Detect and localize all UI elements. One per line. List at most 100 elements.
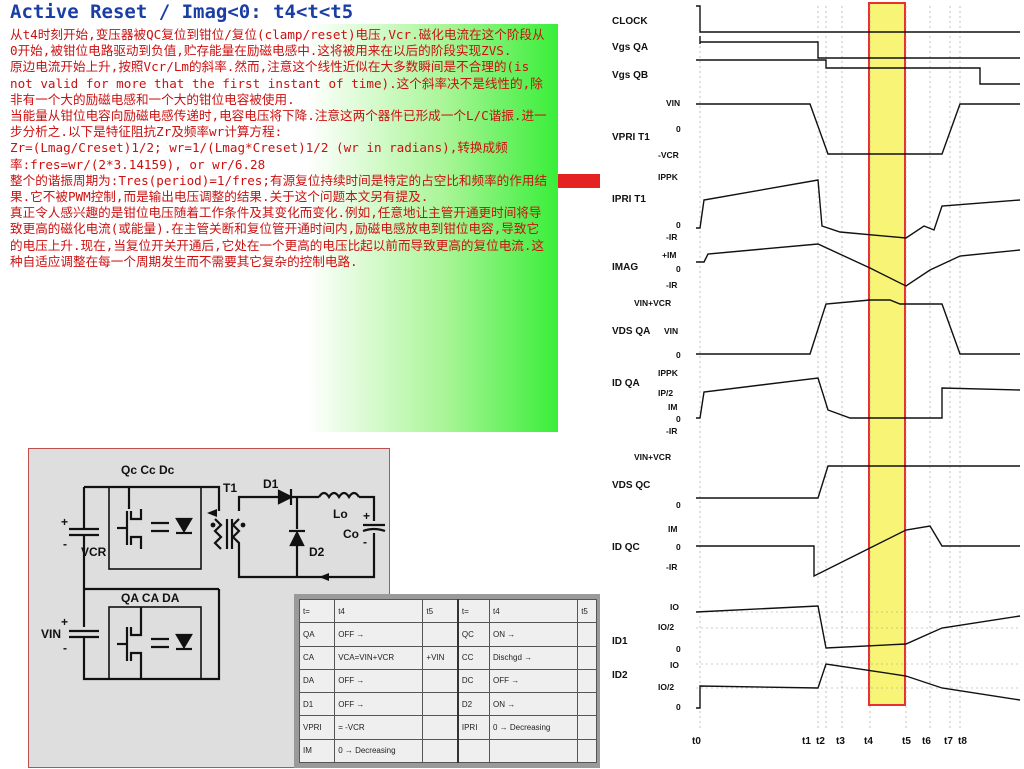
level-imag-pos-im: +IM	[662, 250, 677, 260]
state-table-cell: IM	[298, 738, 336, 764]
label-minus-vin: -	[63, 641, 67, 655]
level-imag-neg-ir: -IR	[666, 280, 678, 290]
level-idqa-ip2: IP/2	[658, 388, 674, 398]
state-table-cell	[422, 738, 459, 764]
level-vdsqa-vin-vcr: VIN+VCR	[634, 298, 672, 308]
state-table-cell	[577, 692, 597, 717]
level-idqa-zero: 0	[676, 414, 681, 424]
state-table-cell: OFF →	[334, 668, 424, 694]
paragraph-formulas: Zr=(Lmag/Creset)1/2; wr=1/(Lmag*Creset)1…	[10, 140, 508, 172]
state-table-cell	[577, 645, 597, 670]
label-vin: VIN	[41, 627, 62, 641]
level-idqa-neg-ir: -IR	[666, 426, 678, 436]
level-imag-zero: 0	[676, 264, 681, 274]
time-t7: t7	[944, 736, 953, 747]
time-t4: t4	[864, 736, 873, 747]
level-id2-io: IO	[670, 660, 679, 670]
level-vdsqa-zero: 0	[676, 350, 681, 360]
signal-id-qc: ID QC	[612, 542, 640, 553]
signal-vgs-qb: Vgs QB	[612, 70, 649, 81]
state-table-cell	[577, 668, 597, 694]
state-table-cell: t=	[298, 598, 336, 624]
label-vcr: VCR	[81, 545, 107, 559]
signal-clock: CLOCK	[612, 16, 648, 27]
signal-vds-qa: VDS QA	[612, 326, 651, 337]
level-vpri-vin: VIN	[666, 98, 681, 108]
circuit-drawing	[69, 485, 386, 681]
level-idqa-ippk: IPPK	[658, 368, 678, 378]
t4-t5-highlight	[868, 2, 906, 706]
state-table-cell: ON →	[488, 692, 579, 717]
state-table-cell	[577, 622, 597, 647]
label-co: Co	[343, 527, 359, 541]
explanation-text-box: 从t4时刻开始,变压器被QC复位到钳位/复位(clamp/reset)电压,Vc…	[0, 24, 558, 432]
state-table-cell: OFF →	[488, 668, 579, 694]
state-table-cell: D1	[298, 692, 336, 717]
state-table-cell: DC	[456, 668, 490, 694]
state-table-cell: OFF →	[334, 692, 424, 717]
paragraph-primary-current: 原边电流开始上升,按照Vcr/Lm的斜率.然而,注意这个线性近似在大多数瞬间是不…	[10, 59, 543, 107]
state-table-cell: t4	[334, 598, 424, 624]
state-table-cell: OFF →	[334, 622, 424, 647]
state-table-cell: 0 → Decreasing	[334, 738, 424, 764]
time-t8: t8	[958, 736, 967, 747]
signal-imag: IMAG	[612, 262, 639, 273]
time-t0: t0	[692, 736, 701, 747]
time-t3: t3	[836, 736, 845, 747]
level-id1-zero: 0	[676, 644, 681, 654]
state-table-cell	[488, 738, 579, 764]
level-id1-io: IO	[670, 602, 679, 612]
level-ipri-neg-ir: -IR	[666, 232, 678, 242]
state-table-cell	[577, 715, 597, 740]
state-table-cell: t5	[577, 598, 597, 624]
label-plus-co: +	[363, 509, 371, 523]
state-table-cell: t=	[456, 598, 490, 624]
state-table-cell	[422, 715, 459, 740]
state-table-cell: D2	[456, 692, 490, 717]
state-table-cell: t4	[488, 598, 579, 624]
paragraph-energy-transfer: 当能量从钳位电容向励磁电感传递时,电容电压将下降.注意这两个器件已形成一个L/C…	[10, 108, 547, 140]
state-table-cell	[422, 622, 459, 647]
label-plus-vin: +	[61, 615, 69, 629]
level-ipri-zero: 0	[676, 220, 681, 230]
state-table-cell: IPRI	[456, 715, 490, 740]
level-idqa-im: IM	[668, 402, 678, 412]
level-id1-io2: IO/2	[658, 622, 675, 632]
label-t1: T1	[223, 481, 238, 495]
accent-bar	[558, 174, 600, 188]
signal-id1: ID1	[612, 636, 628, 647]
state-table-cell: CC	[456, 645, 490, 670]
signal-vgs-qa: Vgs QA	[612, 42, 649, 53]
state-table-cell	[422, 692, 459, 717]
paragraph-resonant-period: 整个的谐振周期为:Tres(period)=1/fres;有源复位持续时间是特定…	[10, 172, 548, 205]
slide-title: Active Reset / Imag<0: t4<t<t5	[10, 1, 354, 23]
state-table-cell: VPRI	[298, 715, 336, 740]
signal-vds-qc: VDS QC	[612, 480, 651, 491]
state-table-cell: CA	[298, 645, 336, 670]
state-table-cell: DA	[298, 668, 336, 694]
level-vdsqc-vin-vcr: VIN+VCR	[634, 452, 672, 462]
level-vpri-neg-vcr: -VCR	[658, 150, 679, 160]
label-minus-vcr: -	[63, 537, 67, 551]
label-minus-co: -	[363, 535, 367, 549]
state-table-cell	[422, 668, 459, 694]
level-ipri-ippk: IPPK	[658, 172, 678, 182]
label-d2: D2	[309, 545, 325, 559]
state-table-cell: VCA=VIN+VCR	[334, 645, 424, 670]
label-qc-cc-dc: Qc Cc Dc	[121, 463, 175, 477]
state-table-cell	[456, 738, 490, 764]
label-lo: Lo	[333, 507, 348, 521]
time-t5: t5	[902, 736, 911, 747]
level-vdsqc-zero: 0	[676, 500, 681, 510]
state-table-cell: ON →	[488, 622, 579, 647]
level-vdsqa-vin: VIN	[664, 326, 679, 336]
label-qa-ca-da: QA CA DA	[121, 591, 180, 605]
